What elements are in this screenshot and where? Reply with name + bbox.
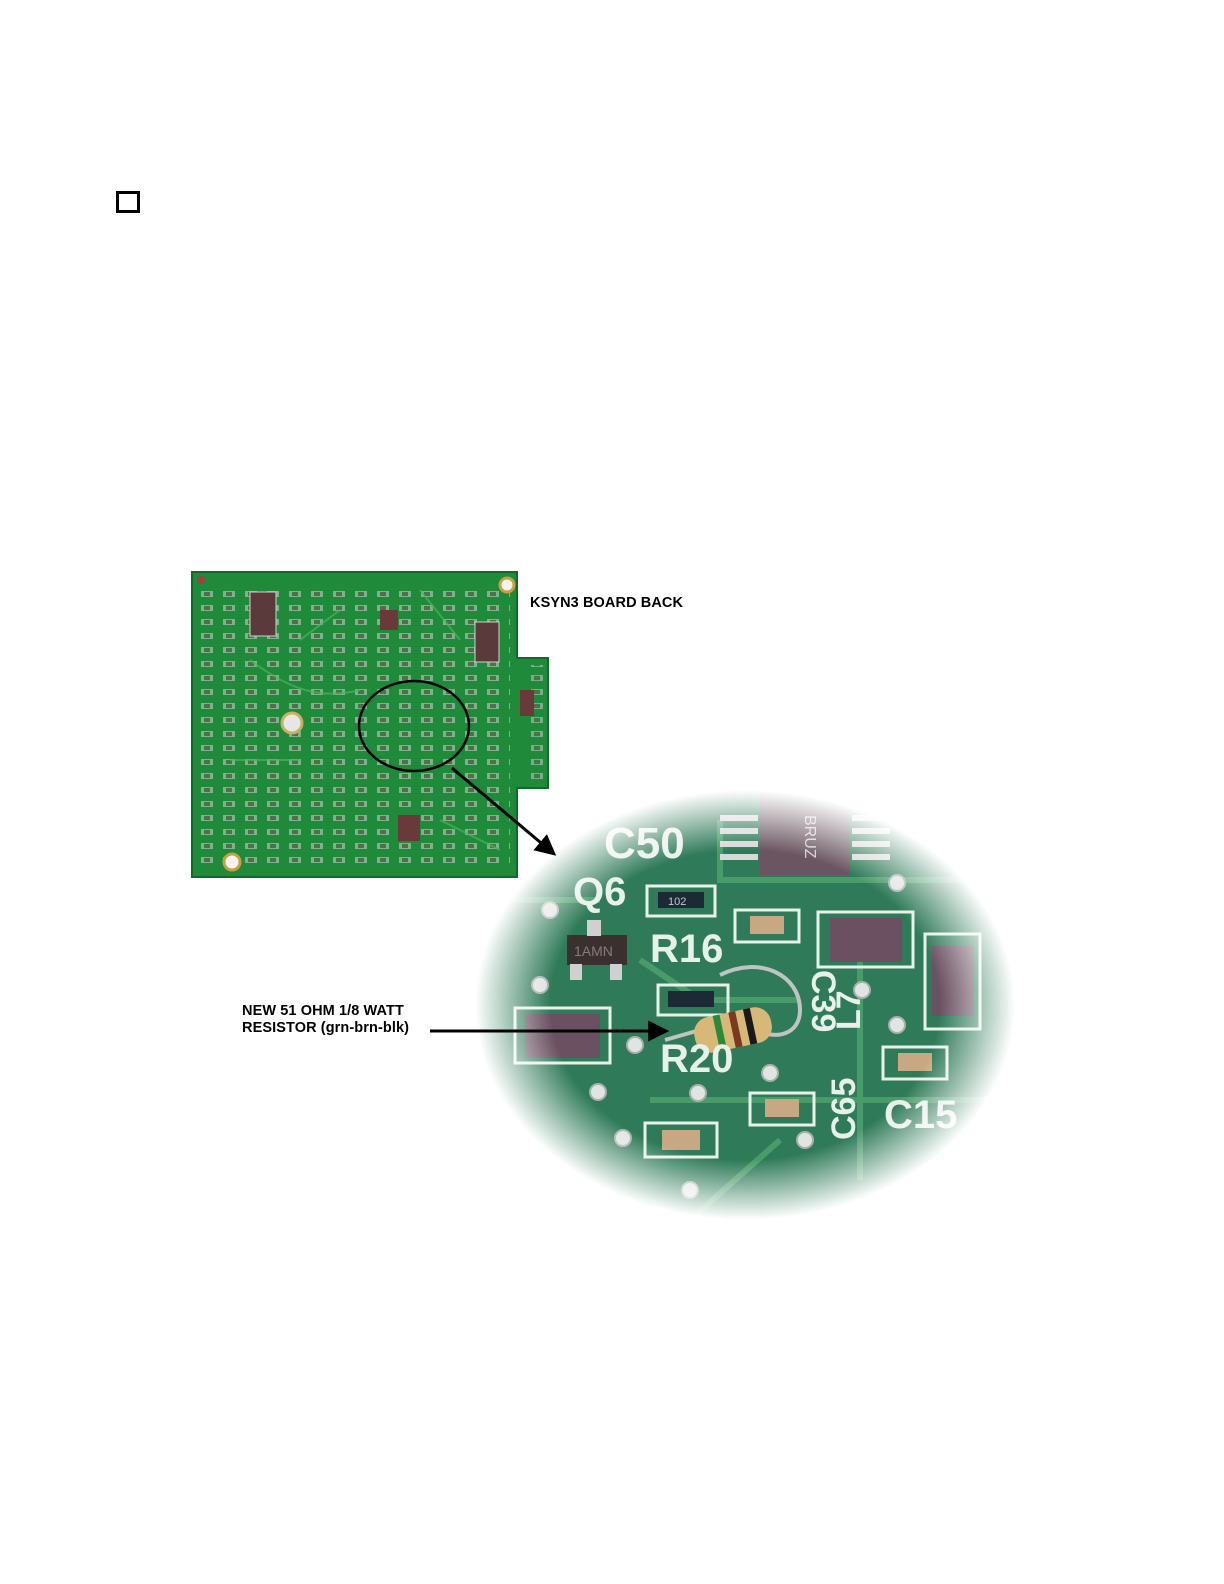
ic-marking: BRUZ: [801, 815, 818, 859]
silk-r20: R20: [660, 1037, 733, 1081]
silk-q6: Q6: [573, 870, 626, 914]
silk-c15: C15: [884, 1093, 957, 1137]
silk-c65: C65: [825, 1078, 863, 1140]
silk-c50: C50: [604, 819, 685, 868]
board-back-label: KSYN3 BOARD BACK: [530, 595, 683, 612]
new-resistor-label-line1: NEW 51 OHM 1/8 WATT: [242, 1003, 409, 1020]
silk-l7: L7: [830, 990, 868, 1030]
new-resistor-label-line2: RESISTOR (grn-brn-blk): [242, 1020, 409, 1037]
silk-r16: R16: [650, 927, 723, 971]
zoom-detail-photo: C50 Q6 R16 R20 C39 L7 C65 C15 1AMN 102 B…: [470, 785, 1020, 1225]
smd-code: 102: [668, 896, 686, 908]
new-resistor-label: NEW 51 OHM 1/8 WATT RESISTOR (grn-brn-bl…: [242, 1003, 409, 1037]
chip-marking: 1AMN: [574, 943, 613, 959]
